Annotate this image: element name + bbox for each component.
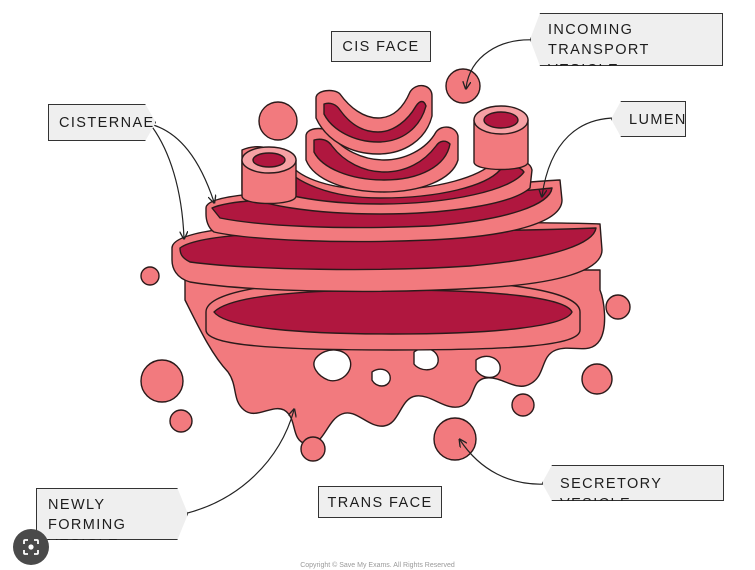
vesicle <box>300 436 326 462</box>
secretory-vesicle <box>433 417 477 461</box>
vesicle <box>140 359 184 403</box>
lumen-label: LUMEN <box>611 101 686 137</box>
vesicle <box>511 393 535 417</box>
newly-forming-arrow <box>183 410 294 515</box>
cisternae-arrow-2 <box>149 123 184 238</box>
secretory-arrow <box>460 440 547 485</box>
incoming-vesicle <box>445 68 481 104</box>
tube-lumen <box>483 111 519 129</box>
incoming-transport-vesicle-label: INCOMING TRANSPORT VESICLE <box>530 13 723 66</box>
incoming-arrow <box>466 39 536 88</box>
vesicle <box>605 294 631 320</box>
cisternae-arrow-1 <box>149 123 214 202</box>
vesicle <box>581 363 613 395</box>
tube-lumen <box>252 152 286 168</box>
cis-face-label: CIS FACE <box>331 31 431 62</box>
newly-forming-vesicle-label: NEWLY FORMING VESICLE <box>36 488 188 540</box>
blob-hole <box>475 355 501 379</box>
copyright-notice: Copyright © Save My Exams. All Rights Re… <box>300 562 455 569</box>
trans-face-label: TRANS FACE <box>318 486 442 518</box>
blob-hole <box>371 368 391 387</box>
vesicle <box>140 266 160 286</box>
cisterna-lumen <box>213 289 573 335</box>
lumen-arrow <box>542 117 617 196</box>
blob-hole <box>413 347 439 371</box>
lens-icon <box>23 539 39 555</box>
cisterna-lumen <box>313 138 451 181</box>
cisterna-lumen <box>323 100 427 143</box>
vesicle <box>258 101 298 141</box>
cisterna <box>315 85 433 155</box>
vesicle <box>169 409 193 433</box>
lens-search-button[interactable] <box>13 529 49 565</box>
secretory-vesicle-label: SECRETORY VESICLE <box>542 465 724 501</box>
cisternae-label: CISTERNAE <box>48 104 156 141</box>
